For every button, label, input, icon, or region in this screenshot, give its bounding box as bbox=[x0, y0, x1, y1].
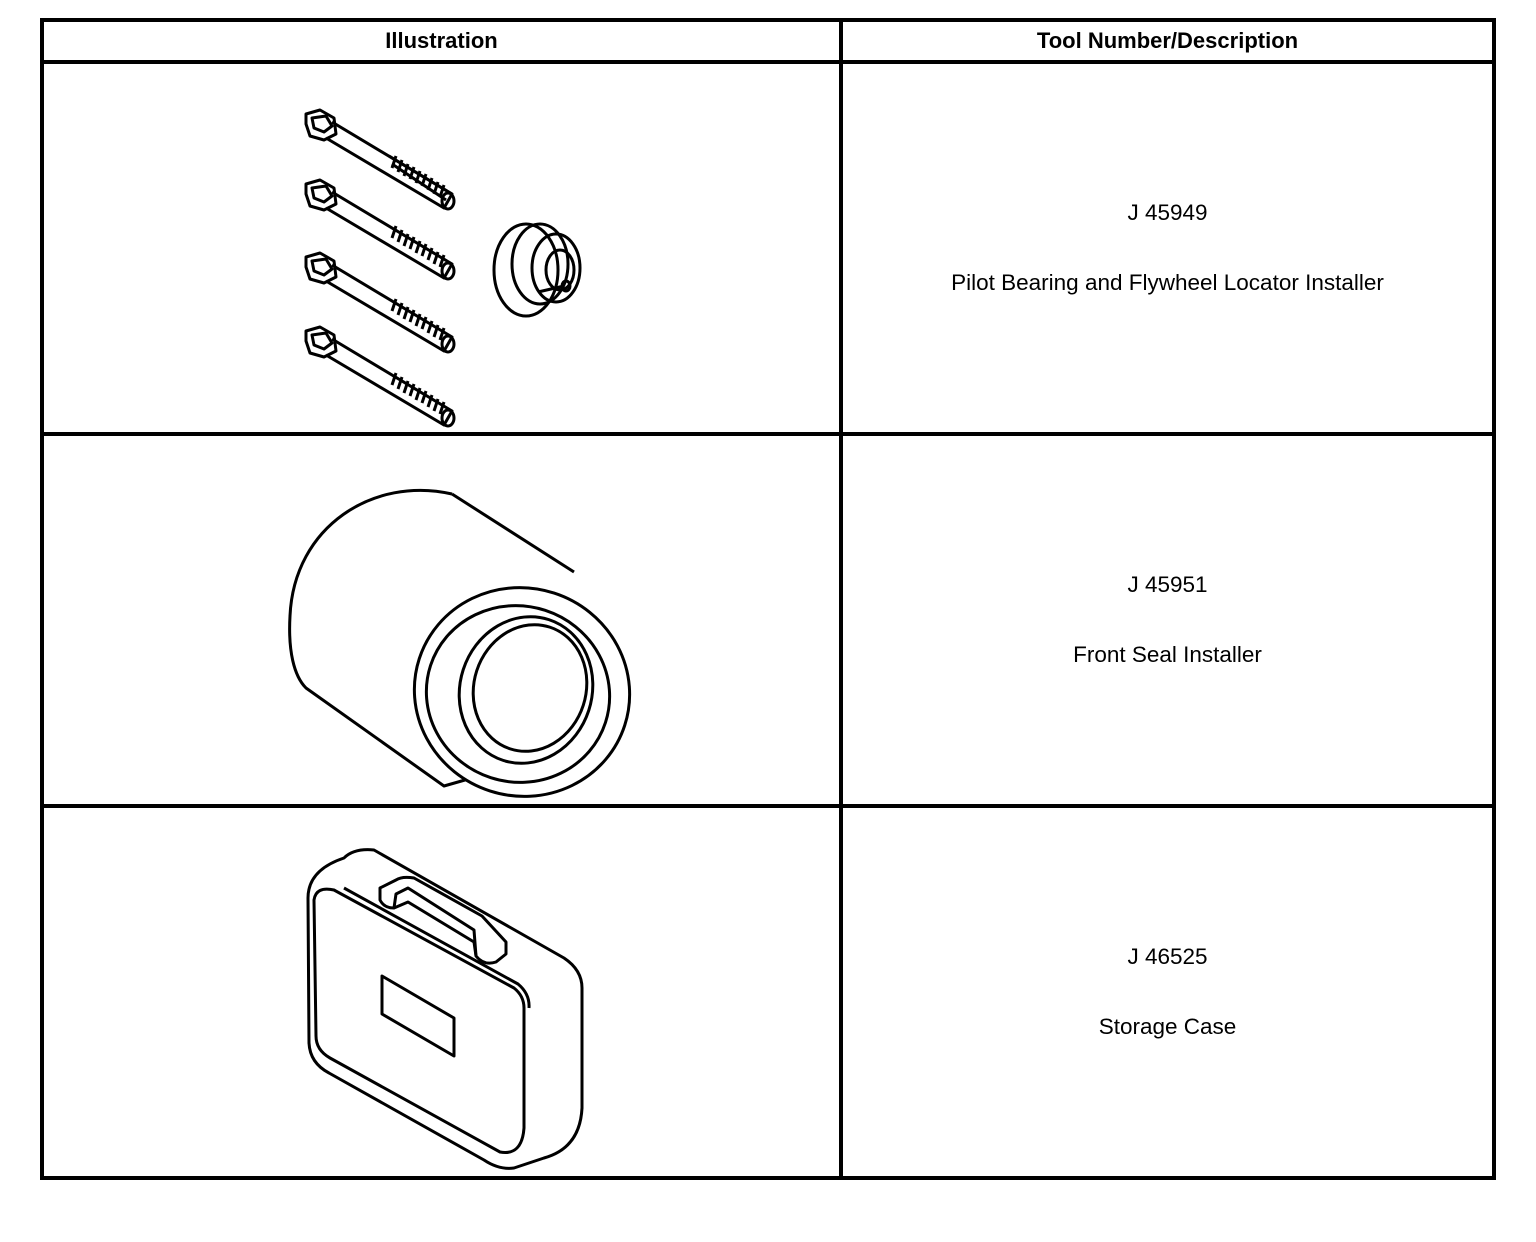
tool-description: Storage Case bbox=[1098, 1014, 1237, 1039]
table-row: J 45951 Front Seal Installer bbox=[40, 432, 1496, 808]
bolt-drawing bbox=[306, 253, 454, 352]
bolt-drawing bbox=[306, 180, 454, 279]
tool-description: Pilot Bearing and Flywheel Locator Insta… bbox=[951, 270, 1384, 295]
tool-number: J 45949 bbox=[1127, 200, 1208, 225]
table-row: J 46525 Storage Case bbox=[40, 804, 1496, 1180]
illustration-cell bbox=[40, 432, 844, 808]
illustration-cell bbox=[40, 804, 844, 1180]
tool-description: Front Seal Installer bbox=[1073, 642, 1262, 667]
table-row: J 45949 Pilot Bearing and Flywheel Locat… bbox=[40, 60, 1496, 436]
bolts-and-locator-icon bbox=[44, 64, 844, 432]
description-cell: J 45949 Pilot Bearing and Flywheel Locat… bbox=[839, 60, 1496, 436]
tool-number: J 46525 bbox=[1127, 944, 1208, 969]
seal-installer-icon bbox=[44, 436, 844, 804]
header-row: Illustration Tool Number/Description bbox=[40, 18, 1496, 64]
storage-case-icon bbox=[44, 808, 844, 1176]
tool-number: J 45951 bbox=[1127, 572, 1208, 597]
locator-drawing bbox=[494, 224, 580, 316]
description-cell: J 45951 Front Seal Installer bbox=[839, 432, 1496, 808]
illustration-cell bbox=[40, 60, 844, 436]
bolt-drawing bbox=[306, 327, 454, 426]
header-tool-number-description: Tool Number/Description bbox=[839, 18, 1496, 64]
header-illustration: Illustration bbox=[40, 18, 843, 64]
special-tools-table: Illustration Tool Number/Description bbox=[40, 18, 1496, 1180]
description-cell: J 46525 Storage Case bbox=[839, 804, 1496, 1180]
bolt-drawing bbox=[306, 110, 454, 209]
